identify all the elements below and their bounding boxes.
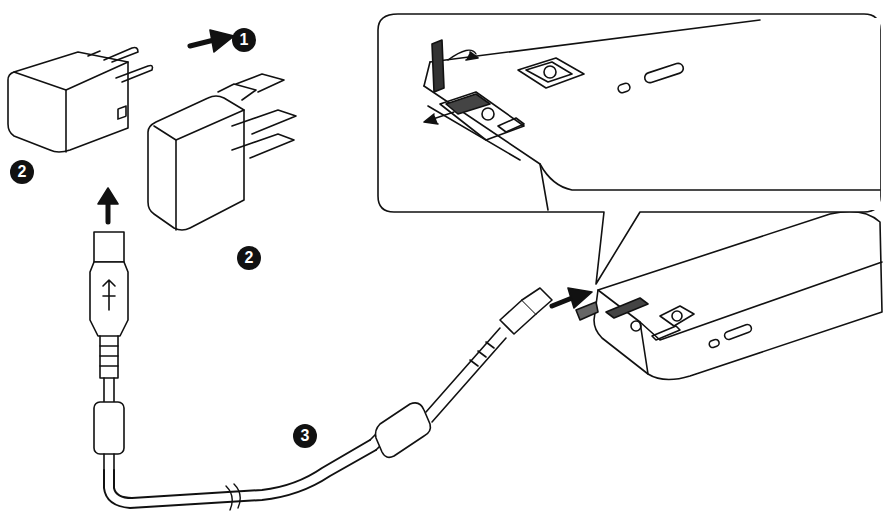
callout-number: 2	[10, 160, 34, 184]
usb-plug	[90, 232, 128, 378]
uk-adapter	[148, 74, 296, 230]
callout-number: 2	[237, 246, 261, 270]
callout-number: 1	[232, 28, 256, 52]
inset-phone	[423, 18, 880, 210]
callout-number: 3	[293, 424, 317, 448]
eu-adapter	[8, 48, 153, 153]
